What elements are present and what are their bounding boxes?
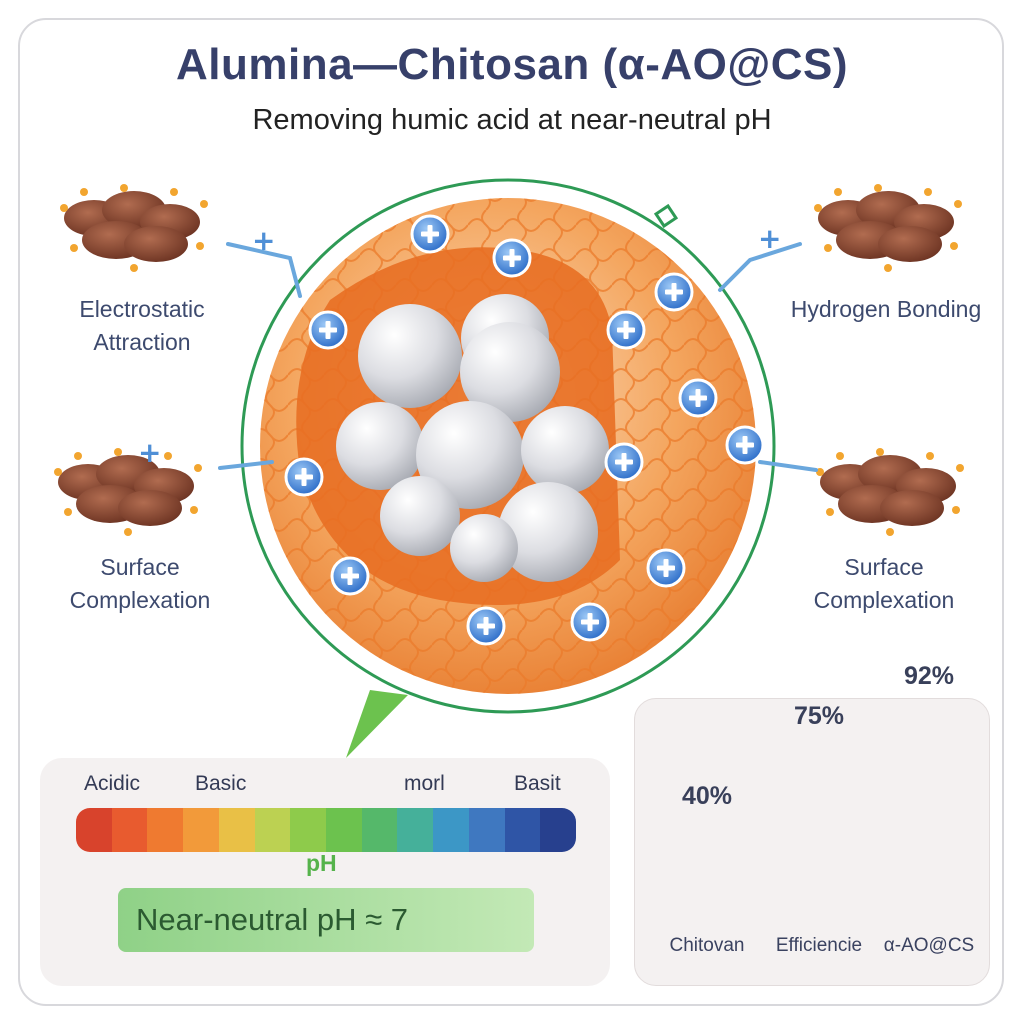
label-electrostatic-attraction: Electrostatic Attraction bbox=[79, 296, 205, 355]
arrow-plus-signs: + + + bbox=[138, 222, 781, 469]
ph-axis-label: pH bbox=[306, 850, 337, 876]
positive-charge-icon bbox=[330, 556, 370, 596]
humic-acid-icon bbox=[60, 184, 208, 272]
ph-segment bbox=[468, 808, 505, 852]
particle-outline bbox=[240, 178, 776, 714]
bar-value-label: 75% bbox=[793, 701, 845, 730]
ph-segment bbox=[290, 808, 327, 852]
hydrogen-bond-icon bbox=[653, 203, 679, 229]
ph-segment bbox=[218, 808, 255, 852]
bar-category-label: Chitovan bbox=[669, 935, 745, 956]
ph-segment bbox=[397, 808, 434, 852]
label-surface-complexation-left: Surface Complexation bbox=[69, 554, 211, 613]
positive-charge-icon bbox=[654, 272, 694, 312]
ph-segment bbox=[147, 808, 184, 852]
positive-charge-icon bbox=[606, 310, 646, 350]
positive-charge-icon bbox=[725, 425, 765, 465]
ph-segment bbox=[76, 808, 112, 852]
ph-segment bbox=[540, 808, 576, 852]
ph-segment bbox=[326, 808, 362, 852]
positive-charge-icon bbox=[410, 214, 450, 254]
efficiency-chart-panel bbox=[634, 698, 990, 986]
arrow-electrostatic bbox=[226, 242, 302, 298]
ph-segment bbox=[433, 808, 469, 852]
positive-charges bbox=[284, 214, 765, 646]
label-hydrogen-bonding: Hydrogen Bonding bbox=[790, 296, 982, 322]
bar-value-label: 92% bbox=[903, 662, 955, 691]
svg-text:+: + bbox=[138, 436, 161, 469]
bar-value-label: 40% bbox=[681, 782, 733, 810]
alumina-core bbox=[336, 294, 609, 582]
label-surface-complexation-right: Surface Complexation bbox=[813, 554, 955, 613]
positive-charge-icon bbox=[284, 457, 324, 497]
positive-charge-icon bbox=[570, 602, 610, 642]
page-title: Alumina—Chitosan (α-AO@CS) bbox=[175, 40, 849, 89]
ph-segment bbox=[111, 808, 148, 852]
interaction-arrows bbox=[218, 242, 818, 472]
bar-category-label: α-AO@CS bbox=[883, 935, 975, 956]
ph-segment bbox=[504, 808, 541, 852]
humic-acid-clusters bbox=[54, 184, 964, 536]
humic-acid-icon bbox=[816, 448, 964, 536]
positive-charge-icon bbox=[678, 378, 718, 418]
near-neutral-ph-badge: Near-neutral pH ≈ 7 bbox=[118, 888, 534, 952]
arrow-complex-right bbox=[758, 460, 818, 472]
positive-charge-icon bbox=[466, 606, 506, 646]
near-neutral-ph-text: Near-neutral pH ≈ 7 bbox=[136, 902, 409, 937]
positive-charge-icon bbox=[646, 548, 686, 588]
ph-color-scale bbox=[76, 808, 576, 852]
positive-charge-icon bbox=[308, 310, 348, 350]
humic-acid-icon bbox=[814, 184, 962, 272]
ph-segment bbox=[361, 808, 398, 852]
callout-tail bbox=[346, 690, 408, 758]
ph-segment bbox=[254, 808, 291, 852]
ph-tick-acidic: Acidic bbox=[84, 772, 141, 795]
page-subtitle: Removing humic acid at near-neutral pH bbox=[252, 104, 772, 136]
humic-acid-icon bbox=[54, 448, 202, 536]
svg-text:+: + bbox=[252, 224, 275, 257]
ph-tick-basit: Basit bbox=[514, 772, 561, 795]
arrow-hydrogen bbox=[718, 242, 802, 292]
positive-charge-icon bbox=[492, 238, 532, 278]
ph-tick-basic: Basic bbox=[195, 772, 247, 795]
bar-category-label: Efficiencie bbox=[775, 935, 863, 956]
svg-text:+: + bbox=[758, 222, 781, 255]
arrow-complex-left bbox=[218, 460, 274, 470]
ph-segment bbox=[183, 808, 219, 852]
ph-tick-neutral: morl bbox=[404, 772, 445, 795]
positive-charge-icon bbox=[604, 442, 644, 482]
